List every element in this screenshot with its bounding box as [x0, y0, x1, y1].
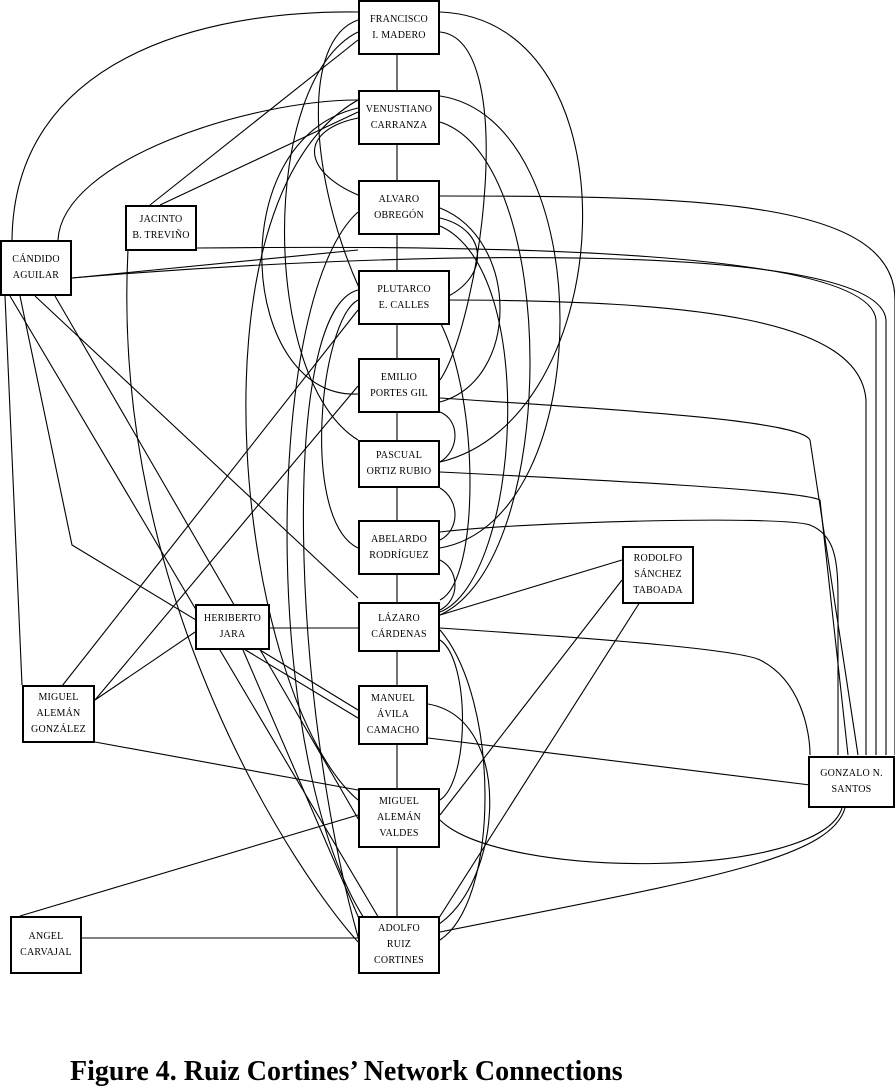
node-ortiz-rubio: PASCUAL ORTIZ RUBIO	[358, 440, 440, 488]
node-obregon: ALVARO OBREGÓN	[358, 180, 440, 235]
edge-jara-aleman-gonzalez	[94, 629, 199, 701]
edge-aleman-gonzalez-aleman-valdes	[94, 741, 359, 791]
edge-avila-ruiz-cortines	[427, 703, 491, 931]
node-calles: PLUTARCO E. CALLES	[358, 270, 450, 325]
node-rodriguez: ABELARDO RODRÍGUEZ	[358, 520, 440, 575]
node-aguilar: CÁNDIDO AGUILAR	[0, 240, 72, 296]
edge-obregon-calles	[439, 217, 478, 301]
edge-calles-cardenas	[439, 321, 471, 601]
edge-portes-santos	[439, 397, 859, 756]
edge-cardenas-aleman-valdes	[439, 639, 464, 801]
network-diagram	[4, 11, 895, 945]
edge-carranza-obregon	[314, 117, 359, 196]
edge-obregon-portes	[439, 207, 501, 403]
edge-calles-ruiz-cortines	[302, 289, 361, 945]
edge-santos-ruiz-cortines	[439, 807, 846, 933]
edge-carranza-portes	[261, 107, 359, 395]
edge-aguilar-santos-long	[71, 257, 887, 755]
edge-portes-aleman-gonzalez	[94, 385, 359, 701]
edge-carranza-aleman-valdes	[245, 99, 359, 801]
edge-madero-ortiz	[439, 11, 584, 463]
edge-jara-ruiz-cortines	[242, 649, 371, 945]
edge-madero-portes	[439, 31, 487, 381]
edge-jara-avila	[259, 649, 359, 711]
node-aleman-valdes: MIGUEL ALEMÁN VALDES	[358, 788, 440, 848]
edge-aguilar-madero	[11, 11, 359, 241]
edge-madero-calles	[317, 19, 361, 291]
edge-madero-cardenas	[284, 31, 359, 441]
edge-trevino-santos	[196, 246, 877, 755]
edge-obregon-ruiz-cortines	[286, 211, 381, 941]
node-madero: FRANCISCO I. MADERO	[358, 0, 440, 55]
edge-rodriguez-cardenas	[439, 559, 456, 611]
edge-portes-ortiz	[439, 411, 456, 463]
edge-cardenas-ruiz-cortines	[439, 629, 486, 941]
edge-calles-rodriguez	[321, 299, 359, 549]
figure-caption: Figure 4. Ruiz Cortines’ Network Connect…	[70, 1056, 623, 1087]
edge-calles-santos	[439, 299, 867, 755]
edge-obregon-cardenas	[439, 225, 509, 613]
node-sanchez-taboada: RODOLFO SÁNCHEZ TABOADA	[622, 546, 694, 604]
edge-ortiz-santos	[439, 471, 849, 756]
edge-aguilar-cardenas	[34, 295, 359, 599]
edge-sanchez-ruiz-cortines	[429, 601, 641, 933]
edge-ortiz-rodriguez	[439, 487, 456, 541]
edge-carranza-rodriguez	[439, 95, 561, 549]
edge-cardenas-sanchez	[439, 559, 623, 616]
node-jara: HERIBERTO JARA	[195, 604, 270, 650]
edge-cardenas-santos	[439, 627, 811, 756]
edge-carranza-cardenas	[439, 121, 531, 616]
node-ruiz-cortines: ADOLFO RUIZ CORTINES	[358, 916, 440, 974]
edge-aguilar-jara	[54, 295, 361, 823]
edge-santos-aleman-valdes	[439, 807, 843, 865]
edge-trevino-ruiz-cortines	[126, 249, 361, 945]
node-portes-gil: EMILIO PORTES GIL	[358, 358, 440, 413]
node-carvajal: ANGEL CARVAJAL	[10, 916, 82, 974]
edge-carvajal-aleman-valdes	[19, 814, 359, 917]
edge-obregon-santos	[439, 195, 895, 755]
node-cardenas: LÁZARO CÁRDENAS	[358, 602, 440, 652]
node-trevino: JACINTO B. TREVIÑO	[125, 205, 197, 251]
edge-rodriguez-santos	[439, 519, 839, 755]
node-santos: GONZALO N. SANTOS	[808, 756, 895, 808]
edge-trevino-carranza	[159, 111, 359, 206]
edge-calles-aleman-gonzalez	[61, 309, 359, 687]
edge-aguilar-carranza	[57, 99, 359, 241]
edge-sanchez-aleman-valdes	[439, 579, 623, 816]
node-avila-camacho: MANUEL ÁVILA CAMACHO	[358, 685, 428, 745]
node-aleman-gonzalez: MIGUEL ALEMÁN GONZÁLEZ	[22, 685, 95, 743]
edge-aguilar-aleman-valdes	[19, 295, 359, 719]
node-carranza: VENUSTIANO CARRANZA	[358, 90, 440, 145]
edge-aguilar-trevino-right	[71, 249, 359, 279]
edge-aguilar-aleman-gonzalez	[4, 295, 23, 686]
edge-avila-santos	[427, 737, 811, 786]
edge-trevino-madero	[149, 39, 359, 206]
